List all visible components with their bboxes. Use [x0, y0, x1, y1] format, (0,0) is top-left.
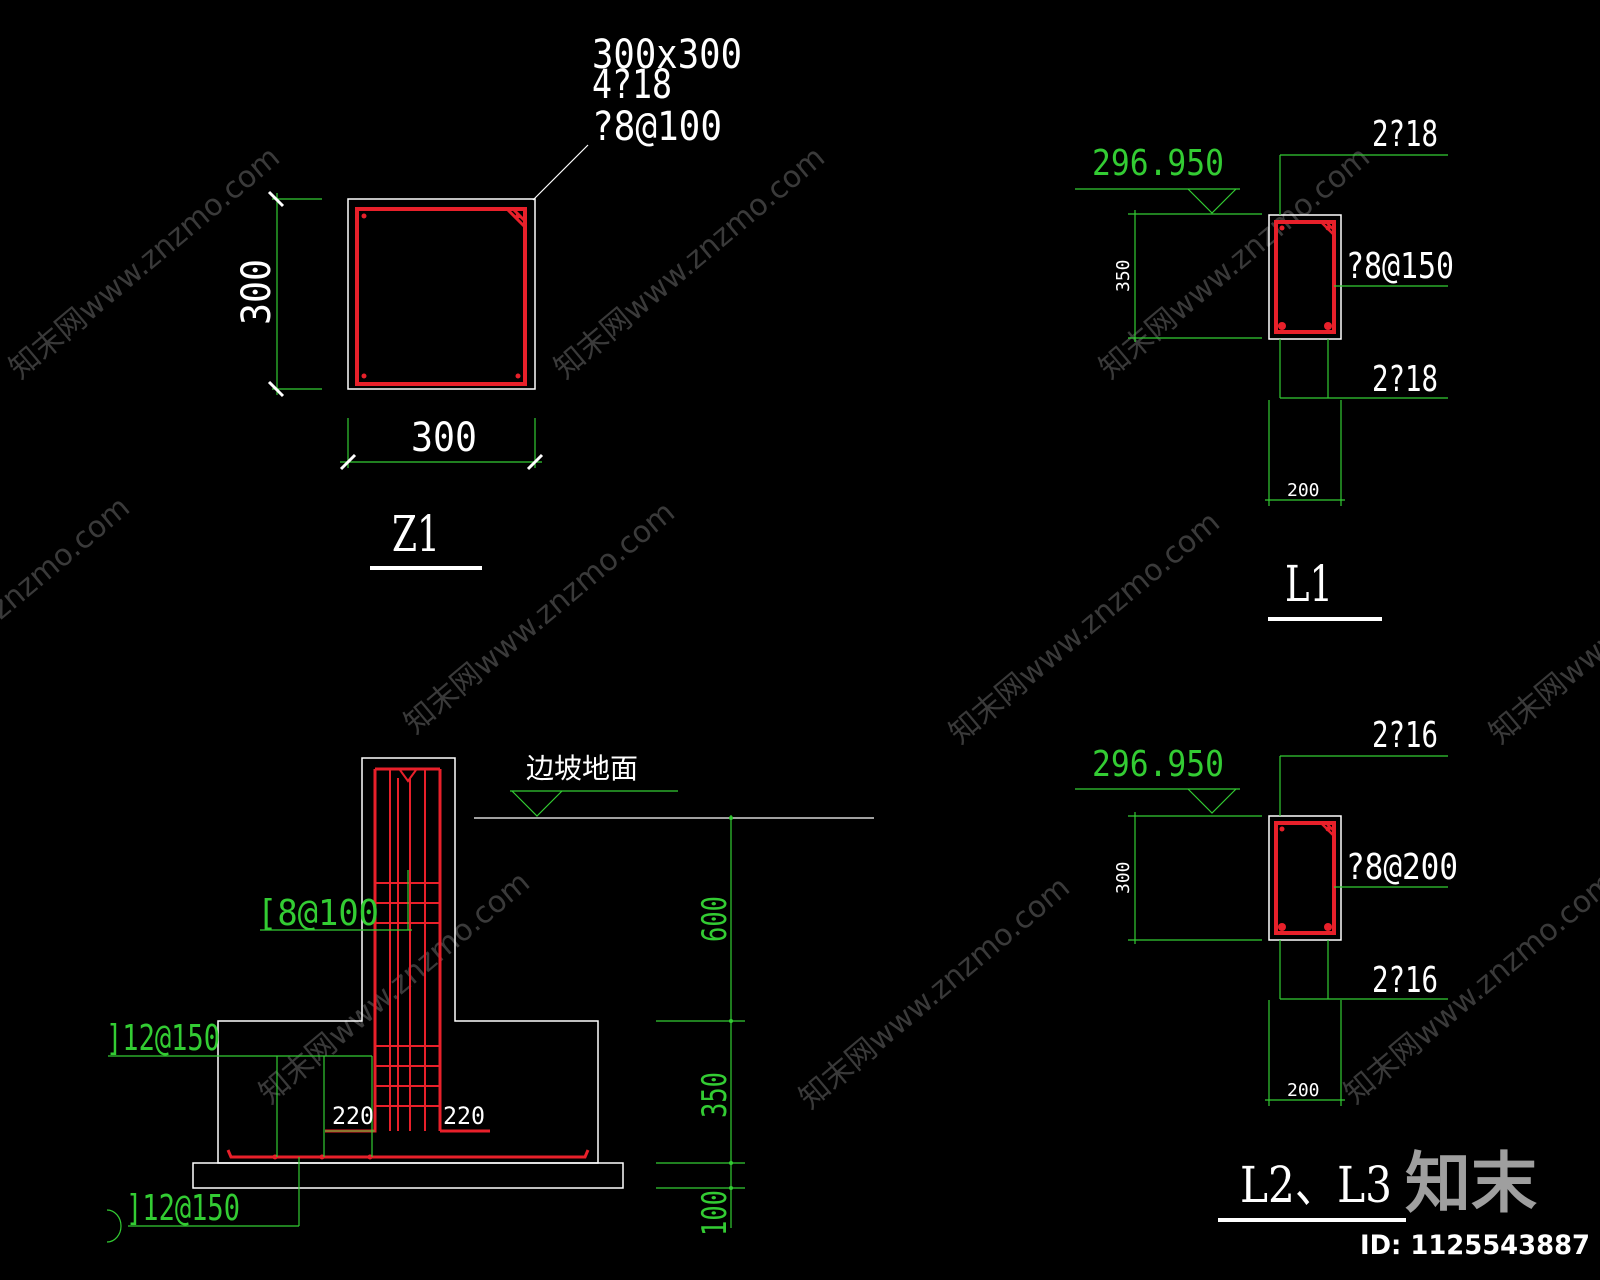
ground-triangle	[511, 790, 563, 817]
l23-bottom-bar: 2?16	[1372, 960, 1438, 1001]
l1-outline	[1268, 214, 1342, 340]
l23-title: L2、L3	[1240, 1156, 1392, 1214]
l1-bar-dot	[1278, 322, 1286, 330]
l23-stirrup-label: ?8@200	[1346, 847, 1458, 888]
z1-dim-tick	[339, 453, 357, 471]
watermark-text: 知末网www.znzmo.com	[548, 140, 832, 386]
z1-title: Z1	[392, 505, 440, 563]
anchor-left-label: 220	[332, 1102, 374, 1130]
l23-stirrup	[1274, 821, 1336, 935]
l23-bar-dot	[1278, 923, 1286, 931]
ground-label: 边坡地面	[526, 752, 638, 785]
footing-stirrup-label: [8@100	[257, 893, 379, 934]
z1-stirrup-hook	[506, 208, 526, 228]
z1-spec-main: 4?18	[592, 62, 672, 108]
z1-stirrup	[355, 207, 527, 386]
image-id: ID: 1125543887	[1360, 1230, 1590, 1261]
brand-logo: 知末	[1405, 1145, 1537, 1222]
l1-stirrup	[1274, 220, 1336, 334]
l1-section: 296.950 350 2?18 ?8@150 2?18 200 L1	[1075, 114, 1454, 621]
l1-bar-dot	[1279, 225, 1285, 231]
z1-dim-tick	[526, 453, 544, 471]
watermark-text: 知末网www.znzmo.com	[793, 870, 1077, 1116]
footing-lower-bar-label: ]12@150	[126, 1188, 240, 1229]
anchor-right-label: 220	[443, 1102, 485, 1130]
watermark-text: 知末网www.znzmo.com	[398, 495, 682, 741]
rebar-bottom-mat	[226, 1149, 590, 1159]
footing-callout-circle	[106, 1209, 122, 1243]
z1-dim-tick	[267, 380, 285, 398]
footing-blinding	[192, 1162, 624, 1189]
footing-upper-bar-label: ]12@150	[106, 1018, 220, 1059]
footing-dim-dot	[729, 1019, 733, 1023]
z1-bar-dot	[515, 373, 521, 379]
l1-stirrup-label: ?8@150	[1346, 246, 1454, 287]
l1-title: L1	[1285, 555, 1333, 613]
l1-elevation: 296.950	[1092, 143, 1224, 184]
z1-bar-dot	[361, 373, 367, 379]
rebar-dot	[272, 1154, 278, 1160]
z1-bar-dot	[361, 213, 367, 219]
l1-bar-dot	[1324, 322, 1332, 330]
z1-outline	[347, 198, 536, 390]
z1-spec-size: 300x300	[592, 32, 742, 78]
footing-dim-350: 350	[695, 1072, 735, 1118]
rebar-dot	[319, 1154, 325, 1160]
watermark-text: 知末网www.znzmo.com	[1483, 505, 1600, 751]
z1-section: 300x300 4?18 ?8@100 300 300 Z1	[234, 32, 742, 570]
watermark-text: 知末网www.znzmo.com	[0, 490, 137, 736]
l23-dim-width: 200	[1287, 1080, 1320, 1101]
l23-section: 296.950 300 2?16 ?8@200 2?16 200 L2、L3	[1075, 715, 1458, 1222]
l23-bar-dot	[1325, 826, 1331, 832]
l1-bottom-bar: 2?18	[1372, 359, 1438, 400]
l23-outline	[1268, 815, 1342, 941]
l23-elevation: 296.950	[1092, 744, 1224, 785]
l23-elevation-triangle	[1187, 788, 1237, 814]
l1-elevation-triangle	[1187, 188, 1237, 214]
z1-dim-height: 300	[234, 259, 280, 325]
z1-bar-dot	[515, 213, 521, 219]
l23-top-bar: 2?16	[1372, 715, 1438, 756]
footing-section: 边坡地面 [8@100 ]12@	[106, 752, 874, 1243]
rebar-dot	[367, 1154, 373, 1160]
z1-leader-line	[532, 144, 589, 201]
watermark-text: 知末网www.znzmo.com	[943, 505, 1227, 751]
z1-spec-stirrup: ?8@100	[592, 104, 722, 150]
l23-bar-dot	[1324, 923, 1332, 931]
footing-dim-600: 600	[695, 896, 735, 942]
z1-dim-width: 300	[411, 415, 477, 461]
l1-dim-width: 200	[1287, 480, 1320, 501]
footing-dim-100: 100	[695, 1190, 735, 1236]
rebar-hook	[399, 769, 417, 783]
l1-dim-height: 350	[1113, 259, 1134, 292]
brand-watermark: 知末 ID: 1125543887	[1360, 1145, 1590, 1261]
footing-dim-dot	[729, 1161, 733, 1165]
l1-top-bar: 2?18	[1372, 114, 1438, 155]
z1-dim-tick	[267, 190, 285, 208]
l23-bar-dot	[1279, 826, 1285, 832]
footing-dim-dot	[729, 1186, 733, 1190]
footing-dim-dot	[729, 816, 733, 820]
l1-bar-dot	[1325, 225, 1331, 231]
l23-dim-height: 300	[1113, 861, 1134, 894]
